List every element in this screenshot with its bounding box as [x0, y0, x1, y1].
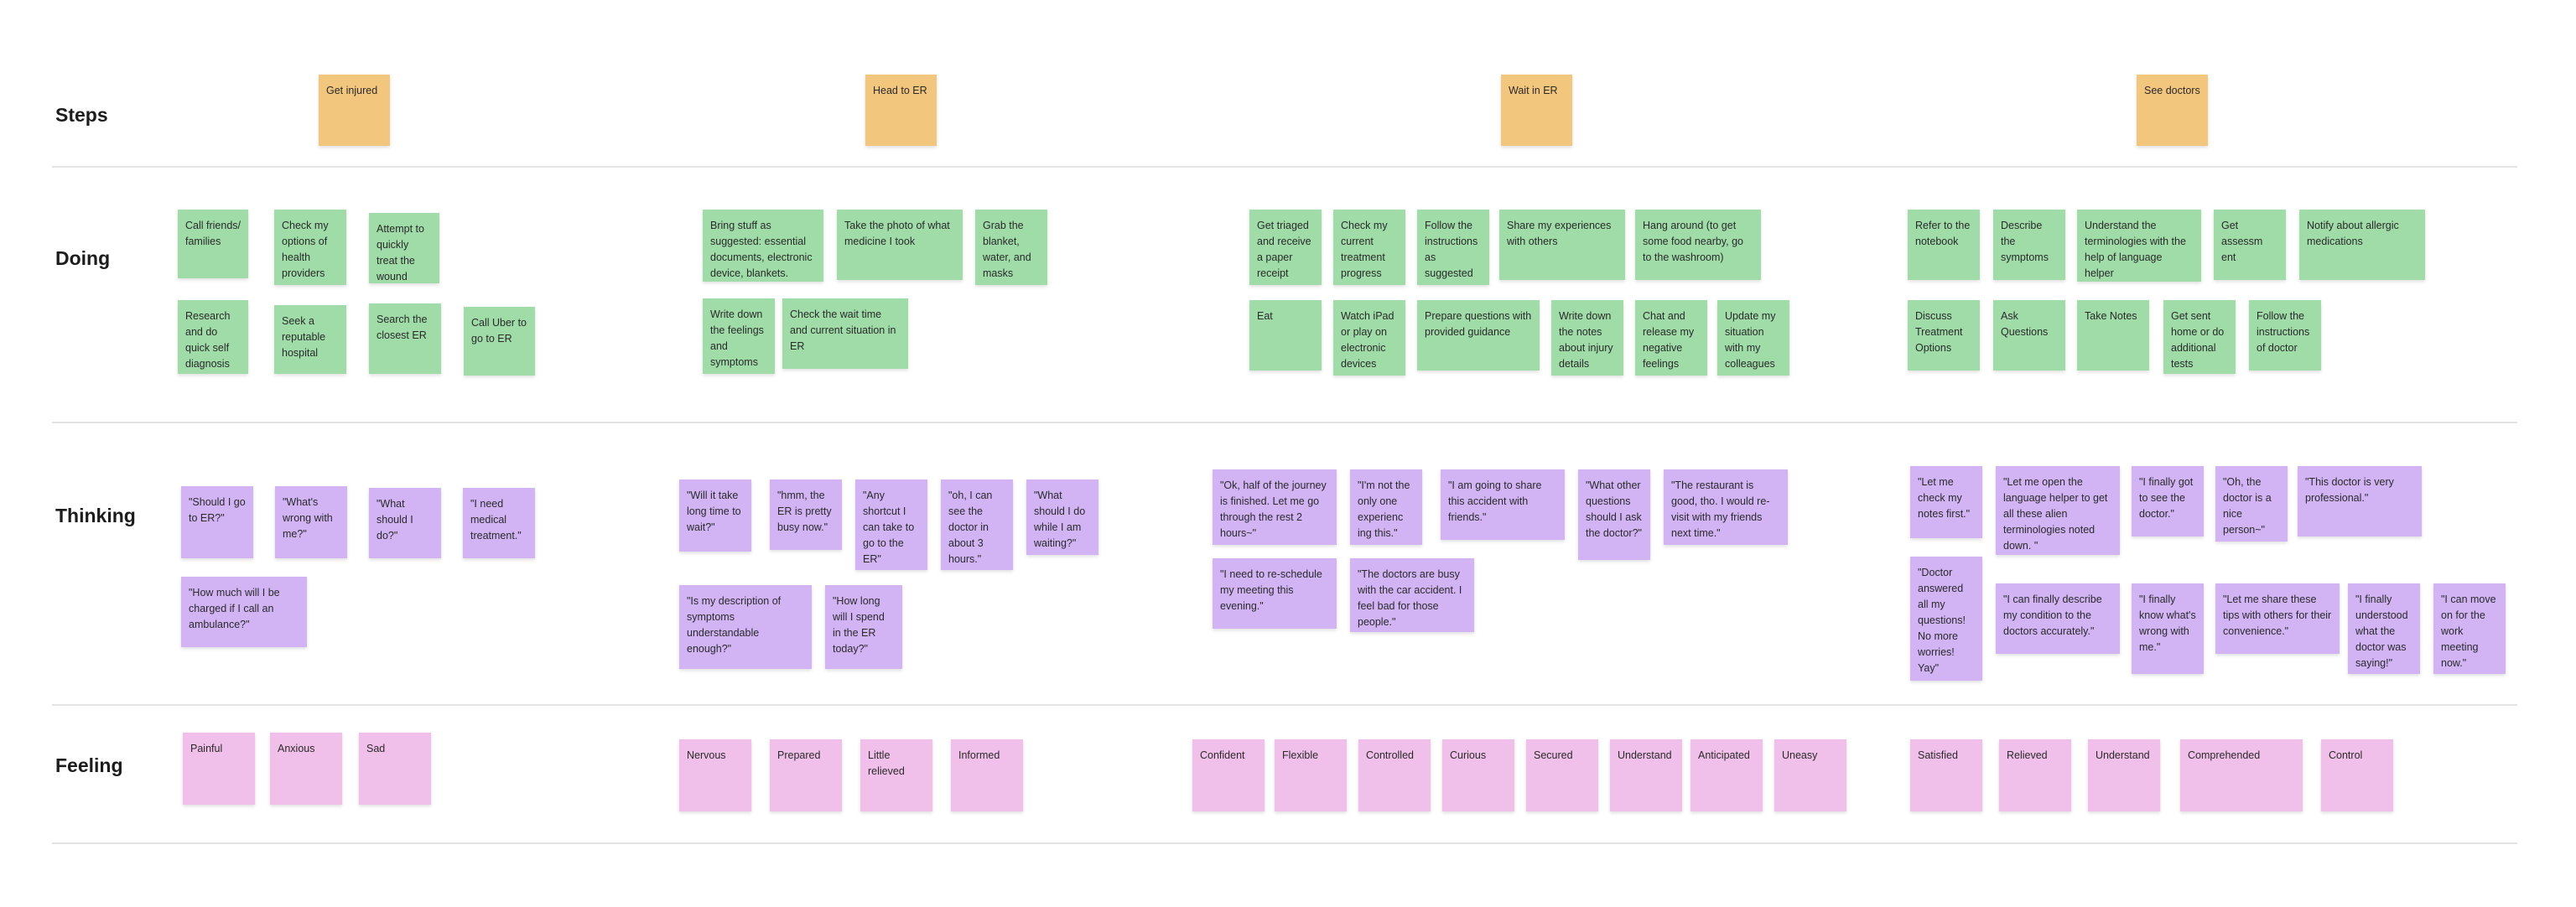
- doing-note[interactable]: Take the photo of what medicine I took: [837, 210, 963, 280]
- feeling-note[interactable]: Uneasy: [1774, 739, 1846, 811]
- step-note-see-doctors[interactable]: See doctors: [2137, 75, 2208, 146]
- doing-note[interactable]: Notify about allergic medications: [2299, 210, 2425, 280]
- thinking-note[interactable]: "oh, I can see the doctor in about 3 hou…: [941, 479, 1013, 570]
- step-note-get-injured[interactable]: Get injured: [319, 75, 390, 146]
- thinking-note[interactable]: "The doctors are busy with the car accid…: [1350, 558, 1474, 632]
- thinking-note[interactable]: "Let me open the language helper to get …: [1996, 466, 2120, 555]
- feeling-note[interactable]: Control: [2321, 739, 2393, 811]
- thinking-note[interactable]: "Oh, the doctor is a nice person~": [2215, 466, 2288, 542]
- feeling-note[interactable]: Relieved: [1999, 739, 2071, 811]
- feeling-note[interactable]: Secured: [1526, 739, 1598, 811]
- thinking-note[interactable]: "I need to re-schedule my meeting this e…: [1213, 558, 1337, 629]
- feeling-note[interactable]: Flexible: [1275, 739, 1347, 811]
- row-divider: [52, 422, 2517, 423]
- doing-note[interactable]: Chat and release my negative feelings: [1635, 300, 1707, 376]
- doing-note[interactable]: Eat: [1249, 300, 1322, 371]
- thinking-note[interactable]: "I need medical treatment.": [463, 488, 535, 558]
- row-divider: [52, 704, 2517, 706]
- feeling-note[interactable]: Understand: [2088, 739, 2160, 811]
- doing-note[interactable]: Prepare questions with provided guidance: [1417, 300, 1540, 371]
- thinking-note[interactable]: "This doctor is very professional.": [2298, 466, 2422, 536]
- doing-note[interactable]: Call Uber to go to ER: [464, 307, 535, 376]
- doing-note[interactable]: Share my experiences with others: [1499, 210, 1625, 280]
- feeling-note[interactable]: Confident: [1192, 739, 1265, 811]
- doing-note[interactable]: Refer to the notebook: [1908, 210, 1980, 280]
- feeling-note[interactable]: Little relieved: [860, 739, 932, 811]
- doing-note[interactable]: Get assessm ent: [2214, 210, 2286, 280]
- thinking-note[interactable]: "I finally understood what the doctor wa…: [2348, 583, 2420, 674]
- thinking-note[interactable]: "What should I do?": [369, 488, 441, 558]
- feeling-note[interactable]: Painful: [183, 733, 255, 805]
- thinking-note[interactable]: "What other questions should I ask the d…: [1578, 469, 1650, 560]
- row-divider: [52, 166, 2517, 168]
- thinking-note[interactable]: "I finally got to see the doctor.": [2132, 466, 2204, 536]
- doing-note[interactable]: Write down the feelings and symptoms: [703, 298, 775, 374]
- doing-note[interactable]: Ask Questions: [1993, 300, 2065, 371]
- feeling-note[interactable]: Nervous: [679, 739, 751, 811]
- doing-note[interactable]: Attempt to quickly treat the wound: [369, 213, 439, 283]
- feeling-note[interactable]: Curious: [1442, 739, 1514, 811]
- step-note-head-to-er[interactable]: Head to ER: [865, 75, 937, 146]
- doing-note[interactable]: Call friends/ families: [178, 210, 248, 278]
- thinking-note[interactable]: "Any shortcut I can take to go to the ER…: [855, 479, 927, 570]
- feeling-note[interactable]: Informed: [951, 739, 1023, 811]
- doing-note[interactable]: Search the closest ER: [369, 303, 441, 374]
- row-divider: [52, 842, 2517, 844]
- feeling-note[interactable]: Sad: [359, 733, 431, 805]
- doing-note[interactable]: Check the wait time and current situatio…: [782, 298, 908, 369]
- doing-note[interactable]: Describe the symptoms: [1993, 210, 2065, 280]
- doing-note[interactable]: Discuss Treatment Options: [1908, 300, 1980, 371]
- doing-note[interactable]: Get sent home or do additional tests: [2163, 300, 2236, 374]
- thinking-note[interactable]: "Ok, half of the journey is finished. Le…: [1213, 469, 1337, 545]
- thinking-note[interactable]: "I can move on for the work meeting now.…: [2433, 583, 2506, 674]
- thinking-note[interactable]: "The restaurant is good, tho. I would re…: [1664, 469, 1788, 545]
- thinking-note[interactable]: "I finally know what's wrong with me.": [2132, 583, 2204, 674]
- doing-note[interactable]: Understand the terminologies with the he…: [2077, 210, 2201, 282]
- doing-note[interactable]: Check my options of health providers: [274, 210, 346, 285]
- feeling-note[interactable]: Prepared: [770, 739, 842, 811]
- thinking-note[interactable]: "Let me share these tips with others for…: [2215, 583, 2340, 654]
- row-label-steps: Steps: [55, 104, 108, 126]
- doing-note[interactable]: Grab the blanket, water, and masks: [975, 210, 1047, 285]
- row-label-doing: Doing: [55, 247, 111, 269]
- thinking-note[interactable]: "Let me check my notes first.": [1910, 466, 1982, 538]
- doing-note[interactable]: Bring stuff as suggested: essential docu…: [703, 210, 823, 282]
- thinking-note[interactable]: "Doctor answered all my questions! No mo…: [1910, 557, 1982, 681]
- feeling-note[interactable]: Controlled: [1358, 739, 1431, 811]
- row-label-feeling: Feeling: [55, 754, 123, 776]
- thinking-note[interactable]: "hmm, the ER is pretty busy now.": [770, 479, 842, 550]
- doing-note[interactable]: Follow the instructions as suggested: [1417, 210, 1489, 285]
- doing-note[interactable]: Research and do quick self diagnosis: [178, 300, 248, 374]
- row-label-thinking: Thinking: [55, 505, 136, 526]
- feeling-note[interactable]: Understand: [1610, 739, 1682, 811]
- thinking-note[interactable]: "Will it take long time to wait?": [679, 479, 751, 552]
- thinking-note[interactable]: "How long will I spend in the ER today?": [825, 585, 902, 669]
- feeling-note[interactable]: Anticipated: [1690, 739, 1763, 811]
- thinking-note[interactable]: "How much will I be charged if I call an…: [181, 577, 307, 647]
- doing-note[interactable]: Seek a reputable hospital: [274, 305, 346, 374]
- doing-note[interactable]: Take Notes: [2077, 300, 2149, 371]
- doing-note[interactable]: Update my situation with my colleagues: [1717, 300, 1789, 376]
- doing-note[interactable]: Check my current treatment progress: [1333, 210, 1405, 285]
- thinking-note[interactable]: "I can finally describe my condition to …: [1996, 583, 2120, 654]
- feeling-note[interactable]: Anxious: [270, 733, 342, 805]
- thinking-note[interactable]: "Is my description of symptoms understan…: [679, 585, 812, 669]
- thinking-note[interactable]: "I am going to share this accident with …: [1441, 469, 1565, 540]
- step-note-wait-in-er[interactable]: Wait in ER: [1501, 75, 1572, 146]
- feeling-note[interactable]: Satisfied: [1910, 739, 1982, 811]
- thinking-note[interactable]: "Should I go to ER?": [181, 486, 253, 558]
- doing-note[interactable]: Hang around (to get some food nearby, go…: [1635, 210, 1761, 280]
- feeling-note[interactable]: Comprehended: [2180, 739, 2303, 811]
- thinking-note[interactable]: "What's wrong with me?": [275, 486, 347, 558]
- doing-note[interactable]: Follow the instructions of doctor: [2249, 300, 2321, 371]
- doing-note[interactable]: Watch iPad or play on electronic devices: [1333, 300, 1405, 376]
- doing-note[interactable]: Write down the notes about injury detail…: [1551, 300, 1623, 376]
- doing-note[interactable]: Get triaged and receive a paper receipt: [1249, 210, 1322, 285]
- thinking-note[interactable]: "I'm not the only one experienc ing this…: [1350, 469, 1422, 545]
- thinking-note[interactable]: "What should I do while I am waiting?": [1026, 479, 1098, 555]
